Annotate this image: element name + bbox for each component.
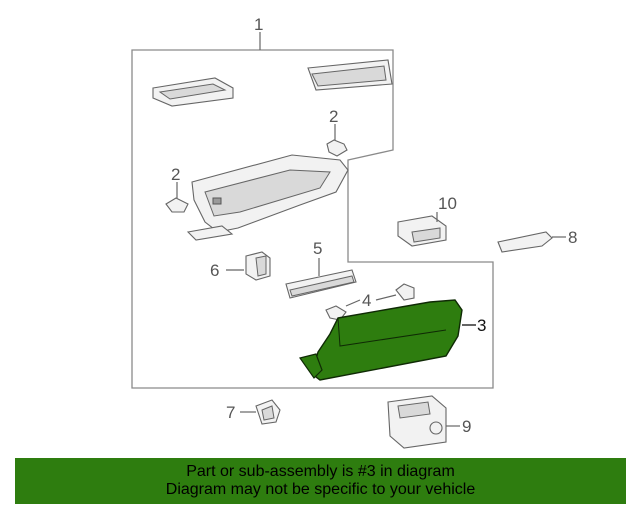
trim-part-8 <box>497 231 553 253</box>
callout-6: 6 <box>210 261 219 280</box>
clips-part-4 <box>325 283 415 321</box>
callout-4-leader-a <box>345 299 361 307</box>
banner-line-disclaimer: Diagram may not be specific to your vehi… <box>165 481 476 498</box>
callout-9: 9 <box>462 417 471 436</box>
clip-part-2-upper <box>326 139 348 157</box>
callout-7: 7 <box>226 403 235 422</box>
bulb-part-7 <box>255 399 281 425</box>
banner-line-part: Part or sub-assembly is #3 in diagram <box>186 463 455 480</box>
bracket-top-left <box>152 77 234 107</box>
callout-2-upper: 2 <box>329 107 338 126</box>
callout-5: 5 <box>313 239 322 258</box>
info-banner: Part or sub-assembly is #3 in diagram Di… <box>15 458 626 504</box>
latch-part-6 <box>245 251 271 281</box>
socket-part-9 <box>387 395 447 449</box>
callout-3: 3 <box>477 316 486 335</box>
glove-box-door-part-3 <box>299 299 463 381</box>
parts-diagram: 1 2 2 3 4 5 6 7 8 9 10 <box>131 15 577 449</box>
clip-part-2-left <box>165 197 189 213</box>
assembly-outline <box>131 49 494 389</box>
callout-4-leader-b <box>375 294 397 301</box>
callout-2-left: 2 <box>171 165 180 184</box>
switch-part-10 <box>397 215 447 247</box>
bracket-top-right <box>307 59 393 91</box>
callout-10: 10 <box>438 194 457 213</box>
callout-4: 4 <box>362 291 371 310</box>
glove-box-housing <box>186 154 349 241</box>
callout-1: 1 <box>254 15 263 34</box>
strip-part-5 <box>285 269 357 299</box>
callout-8: 8 <box>568 228 577 247</box>
